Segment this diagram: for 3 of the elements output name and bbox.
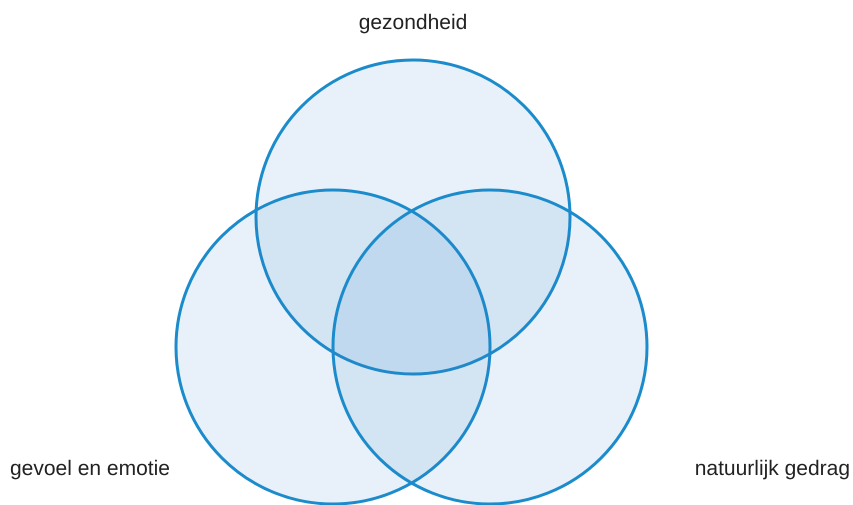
- set-label: natuurlijk gedrag: [694, 456, 850, 482]
- set-label: gevoel en emotie: [10, 456, 170, 482]
- set-label: gezondheid: [358, 10, 468, 36]
